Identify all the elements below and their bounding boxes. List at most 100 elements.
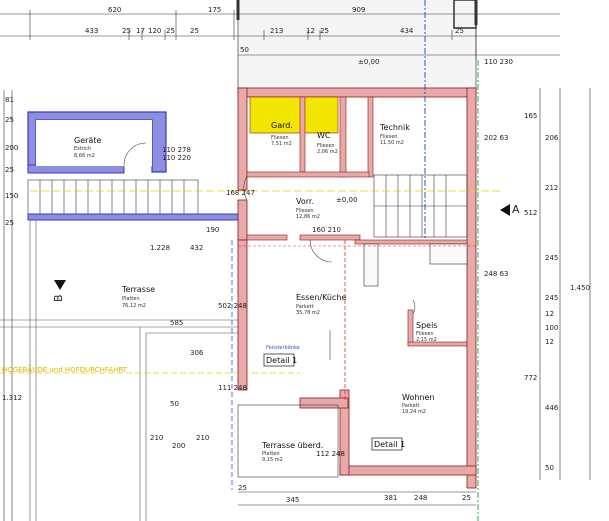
right-dim-12a: 12 [545,310,554,318]
kitchen-counter [363,243,468,287]
left-dim-81: 81 [5,96,14,104]
room-terrasse-floor: Platten [122,296,140,302]
top-dim-row2-5: 25 [166,27,175,35]
room-wc-floor: Fliesen [317,143,335,149]
room-vorr-area: 12,86 m2 [296,214,320,220]
bottom-dim-345: 345 [286,496,299,504]
room-speis-area: 2,15 m2 [416,337,437,343]
room-terrasse-name: Terrasse [121,285,155,294]
room-terrasse-area: 76,12 m2 [122,303,146,309]
right-dim-165: 165 [524,112,537,120]
right-dim-212: 212 [545,184,558,192]
right-dim-446: 446 [545,404,559,412]
room-technik-name: Technik [379,123,410,132]
room-geraete-area: 8,66 m2 [74,153,95,159]
opening-dim-112: 112 248 [316,450,345,458]
opening-dim-kitchen: 248 63 [484,270,509,278]
level-mark-vorr: ±0,00 [336,196,357,204]
room-technik-floor: Fliesen [380,134,398,140]
top-dim-row2-11: 25 [455,27,464,35]
section-a-label: A [512,203,520,216]
top-dim-row2-4: 120 [148,27,161,35]
right-dim-1450: 1.450 [570,284,590,292]
interior-staircase [373,174,468,238]
opening-dim-111: 111 248 [218,384,247,392]
left-dim-200b: 200 [172,442,185,450]
left-dim-210a: 210 [150,434,163,442]
top-dim-row3-2: 110 230 [484,58,513,66]
covered-terrace [237,404,339,478]
top-dim-row2-1: 433 [85,27,98,35]
left-dim-585: 585 [170,319,183,327]
room-geraete-floor: Estrich [74,146,91,152]
top-dim-2: 175 [208,6,221,14]
top-dim-row3-1: 50 [240,46,249,54]
outdoor-stairs [27,179,199,219]
interior-walls [246,96,468,347]
room-essen-area: 35,78 m2 [296,310,320,316]
right-dim-50: 50 [545,464,554,472]
detail-1-label-b: Detail 1 [374,440,405,449]
opening-dim-160: 160 210 [312,226,341,234]
left-dim-432: 432 [190,244,203,252]
room-essen-floor: Parkett [296,304,314,310]
left-dim-150: 150 [5,192,18,200]
left-dim-1228: 1.228 [150,244,170,252]
geraete-door-dim: 110 278 [162,146,191,154]
right-dim-100: 100 [545,324,558,332]
blue-note: Fensterbänke [266,345,300,351]
left-dim-25a: 25 [5,116,14,124]
opening-dim-190: 190 [206,226,219,234]
opening-dim-502: 502 248 [218,302,247,310]
right-dim-245a: 245 [545,254,558,262]
door-swings [243,175,416,360]
house-outer-walls [237,87,477,489]
top-dimension-lines [0,10,560,60]
room-technik-area: 11,50 m2 [380,140,404,146]
section-a-marker [500,204,510,216]
right-dim-512: 512 [524,209,537,217]
left-dim-306: 306 [190,349,204,357]
top-dim-row2-2: 25 [122,27,131,35]
room-terrasse2-name: Terrasse überd. [261,441,323,450]
opening-dim-entry: 168 247 [226,189,255,197]
left-dim-1312: 1.312 [2,394,22,402]
bottom-dim-25a: 25 [238,484,247,492]
right-dim-206: 206 [545,134,559,142]
opening-dim-technik: 202 63 [484,134,509,142]
gard-room-fill [249,96,339,134]
top-dim-1: 620 [108,6,121,14]
detail-1-box-a [263,353,295,367]
left-dim-25c: 25 [5,219,14,227]
room-wohnen-floor: Parkett [402,403,420,409]
room-vorr-floor: Fliesen [296,208,314,214]
right-dim-12b: 12 [545,338,554,346]
right-dim-245b: 245 [545,294,558,302]
top-dim-3: 909 [352,6,365,14]
room-wc-name: WC [317,131,331,140]
left-dim-200: 200 [5,144,18,152]
room-essen-name: Essen/Küche [296,293,346,302]
room-gard-floor: Fliesen [271,135,289,141]
right-dim-772: 772 [524,374,537,382]
left-dim-50: 50 [170,400,179,408]
section-b-label: B [52,294,65,302]
bottom-dim-381: 381 [384,494,397,502]
top-dim-row2-9: 25 [320,27,329,35]
top-dim-row2-7: 213 [270,27,283,35]
room-terrasse2-floor: Platten [262,451,280,457]
bottom-dim-25b: 25 [462,494,471,502]
bottom-dim-248: 248 [414,494,427,502]
property-label: HOGEBÄUDE und HOFDURCHFAHRT [2,365,128,374]
room-wohnen-name: Wohnen [402,393,434,402]
room-speis-floor: Fliesen [416,331,434,337]
geraete-door-dim-2: 110 220 [162,154,191,162]
room-wohnen-area: 19,24 m2 [402,409,426,415]
room-gard-name: Gard. [271,121,293,130]
room-wc-area: 2,06 m2 [317,149,338,155]
left-dim-210b: 210 [196,434,209,442]
detail-1-label-a: Detail 1 [266,356,297,365]
room-gard-area: 7,51 m2 [271,141,292,147]
room-vorr-name: Vorr. [296,197,314,206]
